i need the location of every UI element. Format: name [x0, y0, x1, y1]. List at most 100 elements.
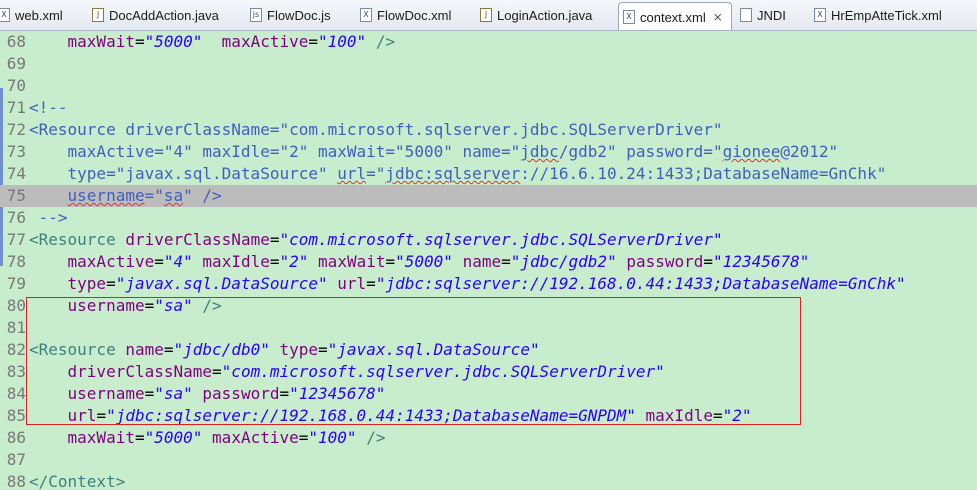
code-token: type="javax.sql.DataSource"	[29, 164, 338, 183]
code-token: =	[308, 32, 319, 51]
code-token: url	[337, 164, 367, 183]
code-line[interactable]: 69	[0, 53, 977, 75]
xml-file-icon: X	[0, 8, 10, 22]
code-token	[193, 296, 203, 315]
file-icon	[740, 8, 752, 22]
code-token: <!--	[29, 98, 68, 117]
code-line[interactable]: 85 url="jdbc:sqlserver://192.168.0.44:14…	[0, 405, 977, 427]
code-token: "jdbc:sqlserver://192.168.0.44:1433;Data…	[375, 274, 906, 293]
code-token	[308, 252, 318, 271]
xml-file-icon: X	[360, 8, 372, 22]
java-file-icon: J	[92, 8, 104, 22]
code-token: maxActive	[212, 428, 299, 447]
code-token	[366, 32, 376, 51]
tab-label: DocAddAction.java	[109, 7, 219, 23]
line-number: 87	[6, 450, 26, 469]
code-token: jdbc	[520, 142, 559, 161]
code-token: ="	[144, 186, 164, 205]
code-line[interactable]: 81	[0, 317, 977, 339]
code-text: type="javax.sql.DataSource" url="jdbc:sq…	[26, 273, 906, 295]
code-token: =	[712, 406, 723, 425]
code-line[interactable]: 83 driverClassName="com.microsoft.sqlser…	[0, 361, 977, 383]
code-token: /gdb2" password="	[558, 142, 723, 161]
code-line[interactable]: 75 username="sa" />	[0, 185, 977, 207]
code-token: name	[462, 252, 502, 271]
line-number: 81	[6, 318, 26, 337]
code-token: "100"	[308, 428, 357, 447]
code-token	[116, 340, 126, 359]
code-line[interactable]: 71<!--	[0, 97, 977, 119]
code-text: </Context>	[26, 471, 125, 490]
change-marker	[0, 88, 3, 266]
code-token	[617, 252, 627, 271]
code-token: driverClassName	[125, 230, 270, 249]
code-token: =	[501, 252, 511, 271]
code-token: =	[269, 230, 280, 249]
code-token: maxIdle	[202, 252, 270, 271]
code-line[interactable]: 82<Resource name="jdbc/db0" type="javax.…	[0, 339, 977, 361]
code-token: "2"	[722, 406, 752, 425]
code-token: maxActive="4" maxIdle="2" maxWait="5000"…	[29, 142, 521, 161]
line-number: 69	[6, 54, 26, 73]
code-token: =	[96, 406, 107, 425]
code-line[interactable]: 79 type="javax.sql.DataSource" url="jdbc…	[0, 273, 977, 295]
code-line[interactable]: 74 type="javax.sql.DataSource" url="jdbc…	[0, 163, 977, 185]
code-line[interactable]: 84 username="sa" password="12345678"	[0, 383, 977, 405]
code-token: maxWait	[67, 32, 135, 51]
code-token: maxActive	[67, 252, 155, 271]
code-line[interactable]: 76 -->	[0, 207, 977, 229]
code-line[interactable]: 70	[0, 75, 977, 97]
code-text: driverClassName="com.microsoft.sqlserver…	[26, 361, 665, 383]
xml-file-icon: X	[814, 8, 826, 22]
code-text: maxWait="5000" maxActive="100" />	[26, 427, 386, 449]
tab-label: context.xml	[640, 9, 706, 25]
code-token: "com.microsoft.sqlserver.jdbc.SQLServerD…	[279, 230, 723, 249]
tab-jndi[interactable]: JNDI	[736, 2, 795, 28]
code-line[interactable]: 86 maxWait="5000" maxActive="100" />	[0, 427, 977, 449]
code-token	[29, 406, 68, 425]
code-token: username	[67, 186, 145, 205]
code-line[interactable]: 80 username="sa" />	[0, 295, 977, 317]
code-text: <!--	[26, 97, 68, 119]
tab-label: web.xml	[15, 7, 63, 23]
code-token: =	[212, 362, 222, 381]
code-line[interactable]: 68 maxWait="5000" maxActive="100" />	[0, 31, 977, 53]
code-line[interactable]: 73 maxActive="4" maxIdle="2" maxWait="50…	[0, 141, 977, 163]
code-line[interactable]: 88</Context>	[0, 471, 977, 490]
line-number: 73	[6, 142, 26, 161]
line-number: 83	[6, 362, 26, 381]
tab-docaddaction-java[interactable]: J DocAddAction.java	[88, 2, 228, 28]
code-token	[29, 252, 68, 271]
code-token: "jdbc/gdb2"	[510, 252, 617, 271]
code-token: =	[144, 296, 155, 315]
line-number: 75	[6, 186, 26, 205]
code-token: "5000"	[395, 252, 453, 271]
code-token: </Context>	[29, 472, 126, 490]
code-token: url	[337, 274, 367, 293]
code-token: type	[279, 340, 319, 359]
code-token: =	[279, 384, 290, 403]
xml-file-icon: X	[623, 10, 635, 24]
tab-label: HrEmpAtteTick.xml	[831, 7, 942, 23]
tab-hrempattetick-xml[interactable]: X HrEmpAtteTick.xml	[810, 2, 951, 28]
close-tab-icon[interactable]: ⨯	[712, 10, 723, 24]
code-line[interactable]: 87	[0, 449, 977, 471]
code-line[interactable]: 77<Resource driverClassName="com.microso…	[0, 229, 977, 251]
code-text: <Resource name="jdbc/db0" type="javax.sq…	[26, 339, 540, 361]
js-file-icon: js	[250, 8, 262, 22]
line-number: 70	[6, 76, 26, 95]
code-token: password	[626, 252, 704, 271]
code-token: username	[67, 296, 145, 315]
line-number: 76	[6, 208, 26, 227]
code-line[interactable]: 72<Resource driverClassName="com.microso…	[0, 119, 977, 141]
code-line[interactable]: 78 maxActive="4" maxIdle="2" maxWait="50…	[0, 251, 977, 273]
code-token: username	[67, 384, 145, 403]
code-token: =	[163, 340, 174, 359]
code-token: "sa"	[154, 296, 193, 315]
